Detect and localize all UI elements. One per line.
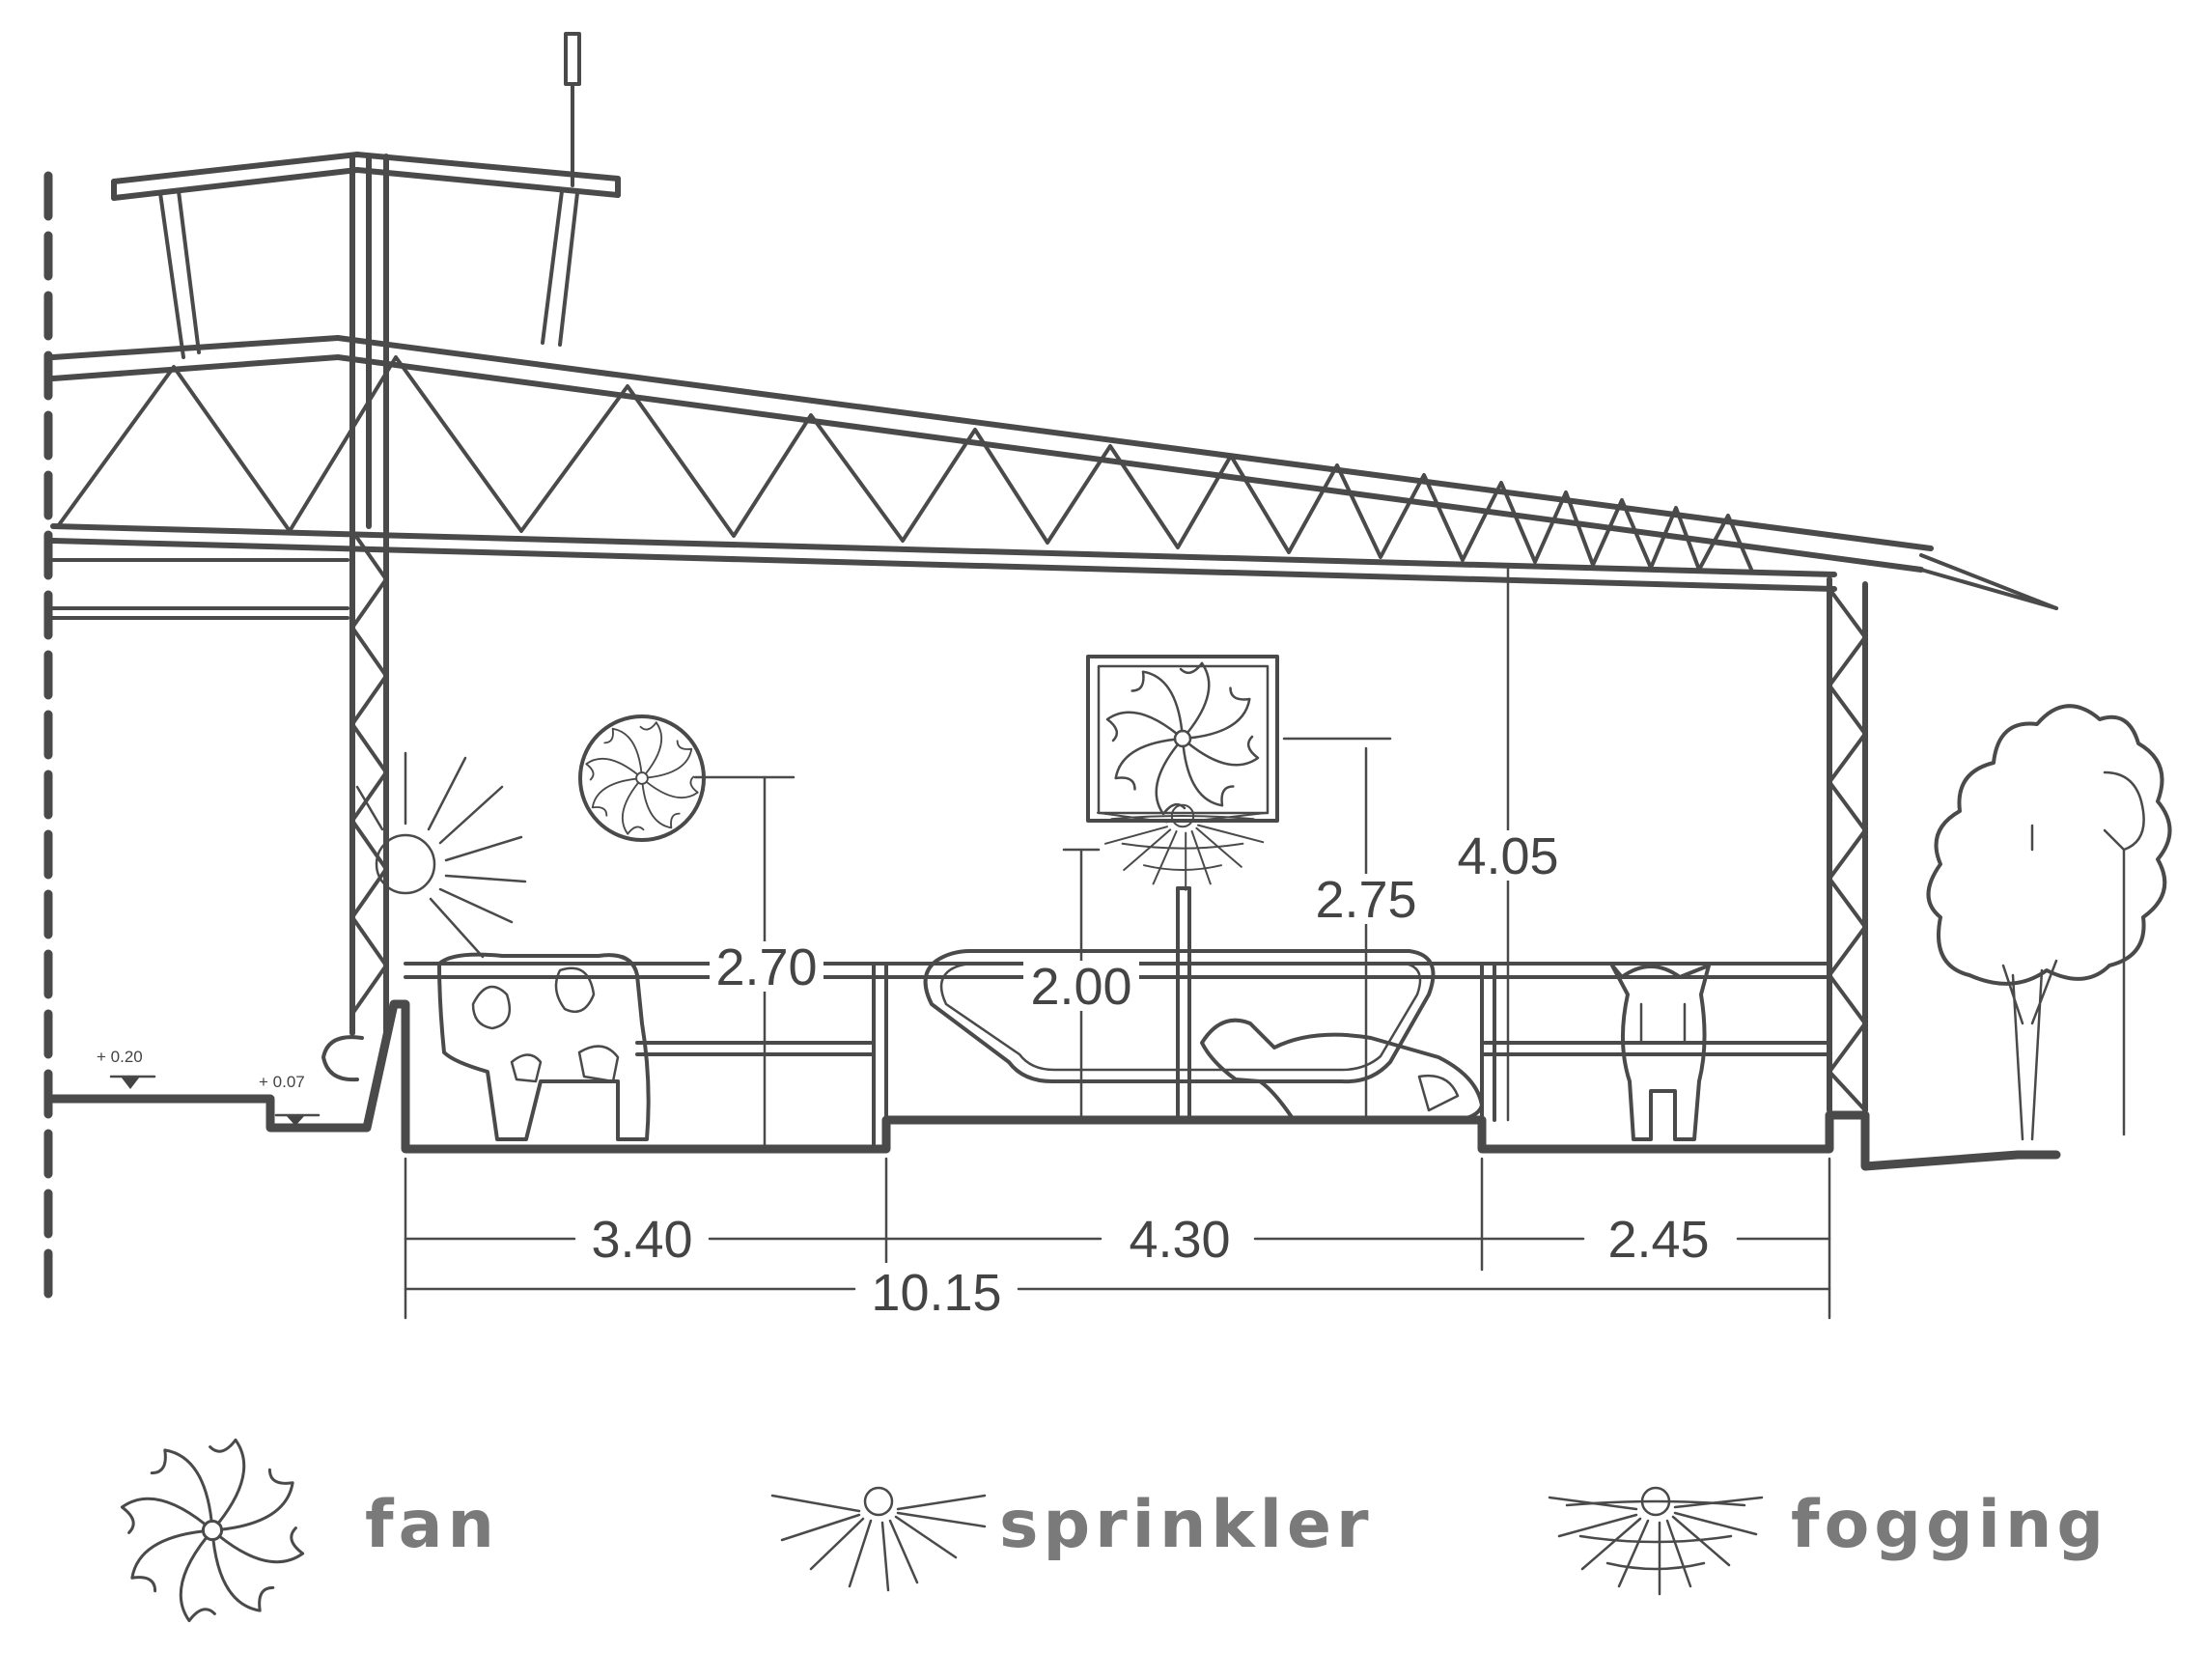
sun-icon [355,751,527,959]
legend-fogging-icon [1548,1486,1764,1596]
roof-left-bottom [50,354,341,381]
cow-front-icon [1610,964,1711,1141]
level-marker-left: + 0.20 [97,1048,156,1089]
legend-sprinkler-label: sprinkler [999,1487,1374,1563]
dimension-lines [404,563,1831,1320]
legend-fan-icon [120,1438,305,1623]
dim-width-center: 4.30 [1129,1211,1230,1269]
roof-main-top [335,335,1934,551]
dim-fogging-height: 2.00 [1030,958,1131,1016]
legend-fogging-label: fogging [1791,1487,2108,1563]
big-fan-icon [1086,655,1279,823]
dim-width-right: 2.45 [1607,1211,1709,1269]
fogging-nozzle-icon [1096,803,1270,891]
roof-left-top [50,335,341,360]
legend-sprinkler-icon [770,1486,987,1592]
vent-antenna [564,32,581,86]
dim-width-feed-alley: 3.40 [591,1211,692,1269]
tree-icon [1926,704,2172,1141]
feed-rail [923,949,1436,1084]
dim-fan-height: 2.70 [715,938,817,996]
dim-roof-height: 4.05 [1457,827,1558,885]
truss-webs [56,355,1701,572]
cow-lying-icon [1200,1018,1484,1122]
legend: fan sprinkler fogging [120,1438,2108,1623]
svg-text:+ 0.20: + 0.20 [97,1048,143,1066]
level-marker-right: + 0.07 [259,1073,321,1126]
barn-structure [43,32,2061,1308]
wall-fan-icon [578,714,706,842]
dim-total-width: 10.15 [871,1264,1001,1322]
roof-eave [1919,553,2058,610]
cow-standing-icon [321,952,651,1141]
legend-fan-label: fan [365,1487,499,1563]
roof-main-bottom [335,354,1924,573]
dim-big-fan-height: 2.75 [1315,871,1416,929]
svg-text:+ 0.07: + 0.07 [259,1073,305,1091]
monitor-roof [111,152,360,184]
